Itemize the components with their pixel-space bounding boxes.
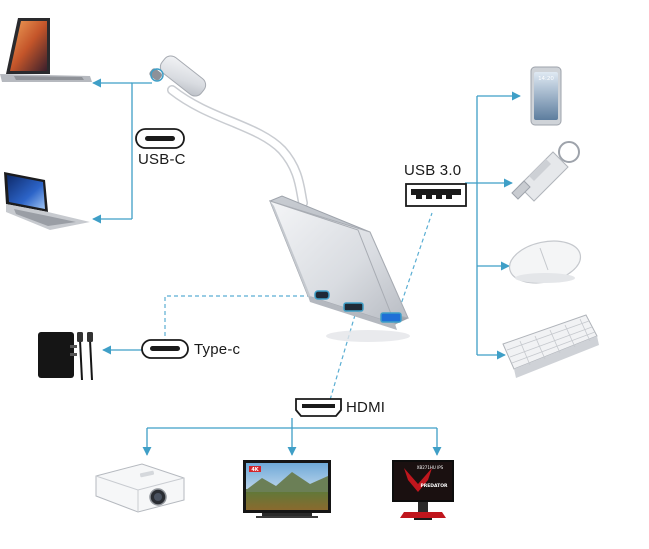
adapter-hub: [269, 195, 410, 342]
usb3-port: [380, 312, 402, 323]
gaming-monitor-model: XB271HU IPS: [417, 465, 444, 470]
usbc-cable: [149, 55, 308, 208]
typec-port: [314, 290, 330, 300]
type-c-label: Type-c: [194, 341, 241, 358]
usbc-plug-highlight: [150, 68, 164, 82]
macbook-laptop-icon: [0, 18, 92, 82]
gaming-monitor-icon: XB271HU IPS PREDATOR: [392, 460, 454, 520]
usb3-port-icon: [405, 183, 467, 207]
power-adapter-icon: [38, 332, 93, 381]
hdmi-port: [343, 302, 364, 312]
tv-monitor-icon: 4K: [243, 460, 331, 518]
smartphone-icon: 14:20: [530, 66, 562, 126]
hdmi-label: HDMI: [346, 399, 386, 416]
keyboard-icon: [502, 314, 599, 378]
usbc-port-icon: [135, 128, 185, 149]
dashed-port-lines: [164, 212, 433, 401]
windows-laptop-icon: [4, 172, 90, 230]
right-usb3-bracket: [465, 91, 521, 360]
phone-clock: 14:20: [538, 76, 554, 82]
usb3-label: USB 3.0: [404, 162, 462, 179]
hdmi-port-icon: [295, 398, 342, 417]
monitor-4k-badge: 4K: [251, 467, 259, 473]
wireless-mouse-icon: [508, 240, 582, 284]
usb-flash-drive-icon: [511, 141, 580, 202]
gaming-monitor-brand: PREDATOR: [420, 483, 448, 489]
usb-c-label: USB-C: [138, 151, 186, 168]
hdmi-bracket: [142, 418, 442, 456]
left-usbc-bracket: [92, 78, 152, 224]
typec-port-icon: [141, 339, 189, 359]
projector-icon: [95, 463, 185, 513]
